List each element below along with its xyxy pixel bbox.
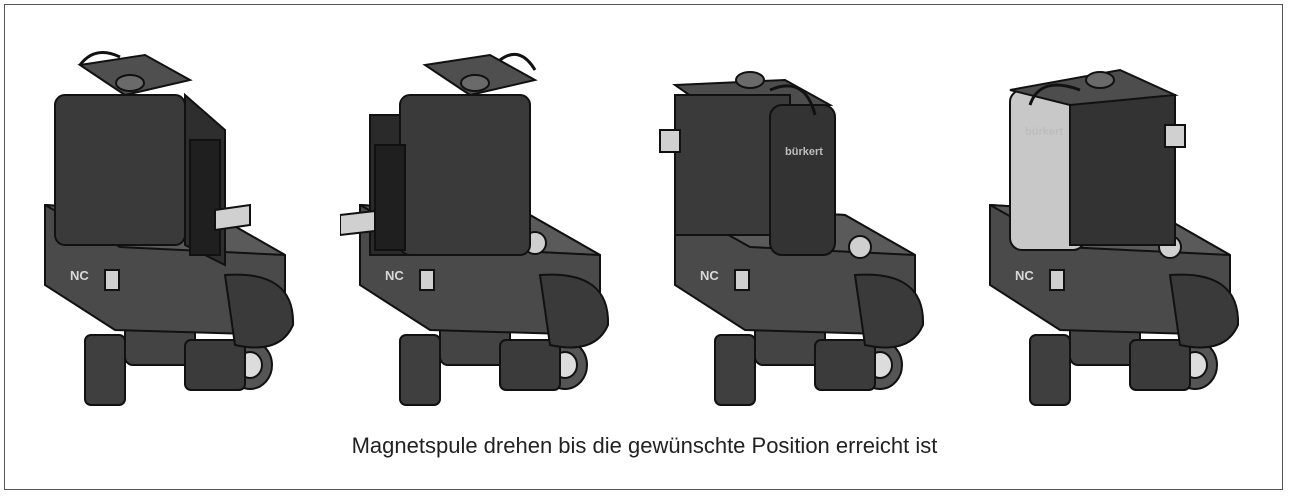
- valve-illustration-4: NC bürkert: [970, 35, 1270, 435]
- figure-caption: Magnetspule drehen bis die gewünschte Po…: [351, 433, 938, 458]
- brand-label: bürkert: [1025, 126, 1063, 138]
- body-label: NC: [700, 268, 719, 283]
- body-label: NC: [385, 268, 404, 283]
- valve-illustration-2: NC: [340, 35, 640, 435]
- figure-frame: NC: [4, 4, 1283, 490]
- solenoid-valve-connector-front: NC bürkert: [659, 71, 925, 406]
- brand-label: bürkert: [785, 146, 823, 158]
- solenoid-valve-connector-back: NC bürkert: [989, 68, 1240, 406]
- solenoid-valve-connector-right: NC: [44, 51, 295, 406]
- body-label: NC: [1015, 268, 1034, 283]
- solenoid-valve-connector-left: NC: [340, 52, 610, 406]
- body-label: NC: [70, 268, 89, 283]
- valve-illustration-1: NC: [25, 35, 325, 435]
- valve-illustration-3: NC bürkert: [655, 35, 955, 435]
- valve-illustrations: NC: [25, 35, 1265, 435]
